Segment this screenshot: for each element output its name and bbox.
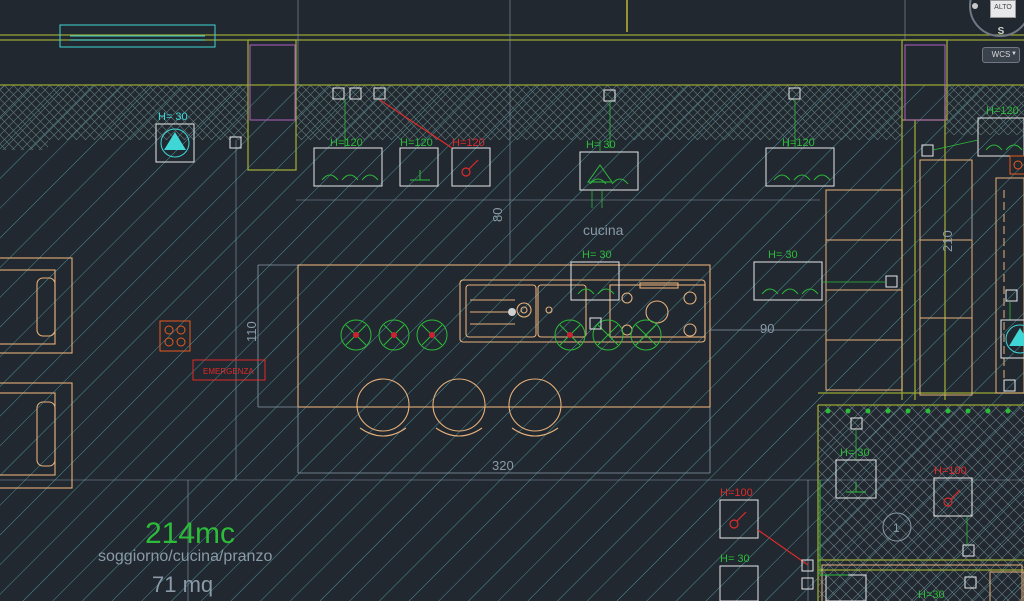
bar-stools (356, 378, 562, 437)
emergency-light-left (155, 123, 195, 163)
height-label: H=120 (782, 137, 815, 149)
emergency-box (192, 359, 266, 381)
sofa-furniture (0, 257, 73, 489)
green-conduit (819, 480, 848, 576)
height-label: H=100 (720, 487, 753, 499)
hood-symbol (587, 164, 613, 183)
cabinet-column (825, 159, 1024, 396)
room-label: cucina (583, 222, 624, 238)
bathroom-fixture (821, 564, 1024, 601)
emergency-label: EMERGENZA (203, 367, 254, 376)
bathroom-dots (825, 408, 1011, 414)
dim-90: 90 (760, 321, 774, 336)
red-sockets (451, 147, 973, 539)
magenta-outlines (249, 44, 946, 121)
area-sqm-label: 71 mq (152, 572, 213, 597)
smoke-detector (159, 320, 191, 352)
ucs-menu-button[interactable]: WCS (982, 47, 1020, 63)
height-label: H= 30 (586, 139, 616, 151)
height-label: H=120 (452, 137, 485, 149)
height-label: H=100 (934, 465, 967, 477)
kitchen-island (297, 264, 711, 408)
height-label: H= 30 (720, 553, 750, 565)
height-label: H=120 (330, 137, 363, 149)
window-top (59, 24, 216, 48)
height-label: H= 30 (768, 249, 798, 261)
smoke-detector-right (1009, 155, 1024, 175)
wall-hatch-left (0, 85, 48, 150)
island-dimension-lines (257, 200, 973, 474)
room-name-label: soggiorno/cucina/pranzo (98, 548, 272, 565)
dim-80: 80 (490, 208, 505, 222)
wiring-green (344, 99, 1011, 545)
red-socket-symbols (379, 99, 961, 566)
emergency-light-right (1000, 319, 1024, 359)
height-label: H=30 (918, 589, 945, 601)
viewcube[interactable] (969, 0, 1024, 37)
dim-stubs (591, 140, 789, 208)
viewcube-top-face[interactable]: ALTO (990, 0, 1016, 18)
area-volume-label: 214mc (145, 517, 235, 550)
section-marker-circle (882, 512, 912, 542)
height-label: H= 30 (582, 249, 612, 261)
wall-hatch-right (945, 85, 1024, 135)
wall-hatch-kitchen (296, 85, 902, 140)
dim-island-depth: 110 (244, 321, 259, 342)
viewcube-south-label: S (997, 26, 1005, 37)
height-label: H= 30 (840, 447, 870, 459)
height-label: H= 30 (158, 111, 188, 123)
height-labels: H= 30 H=120 H=120 H=120 H= 30 H=120 H= 3… (158, 105, 1019, 601)
viewcube-dot (972, 3, 978, 9)
dim-island-width: 320 (492, 458, 514, 473)
height-label: H=120 (986, 105, 1019, 117)
wall-hatch-mid (48, 85, 248, 140)
recessed-lights (340, 319, 662, 351)
tap-marker (508, 308, 516, 316)
dim-210: 210 (940, 230, 955, 252)
junction-markers (229, 87, 1018, 590)
height-label: H=120 (400, 137, 433, 149)
socket-symbols (321, 144, 1023, 493)
ucs-dropdown-arrow[interactable]: ▼ (1011, 51, 1017, 57)
bathroom-crosshatch (818, 405, 1024, 601)
section-marker-number: 1 (893, 521, 900, 535)
